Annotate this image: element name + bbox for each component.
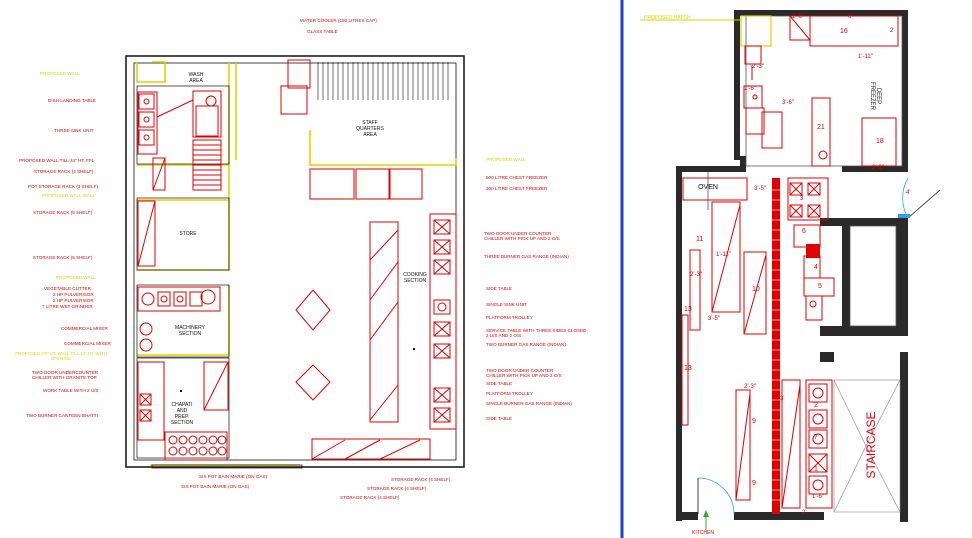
proposed-hatch-box [740, 15, 772, 47]
chapati-equipment [137, 361, 229, 461]
staff-hatch [317, 62, 449, 100]
kitchen-entry-arrowhead [703, 510, 709, 517]
kitchen-door-arc [697, 477, 735, 515]
side-door-arc [902, 177, 909, 219]
plan-markers [180, 348, 415, 392]
right-floor-plan [640, 10, 941, 530]
left-outer-wall [125, 55, 465, 468]
wash-equipment [137, 90, 222, 191]
proposed-walls [136, 61, 457, 466]
service-counter [772, 178, 780, 514]
interior-walls [136, 85, 303, 469]
side-door-leaf [907, 189, 941, 219]
right-walls [676, 10, 908, 522]
left-inner-wall [133, 62, 457, 461]
machinery-equipment [137, 286, 221, 352]
store-racks [137, 200, 156, 267]
red-block [806, 244, 820, 258]
left-floor-plan [125, 55, 465, 469]
right-equipment [681, 15, 899, 509]
side-door-sill [898, 214, 910, 218]
staircase-outline [833, 379, 901, 513]
cooking-equipment [280, 59, 457, 460]
